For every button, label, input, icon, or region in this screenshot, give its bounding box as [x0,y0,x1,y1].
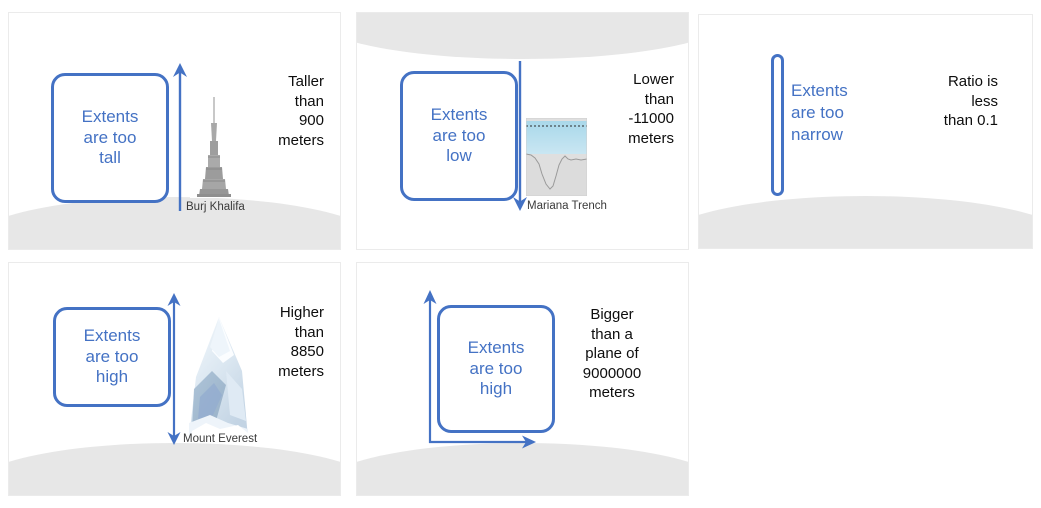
note-line: meters [628,129,674,147]
callout-line: Extents [467,337,525,357]
callout-line: low [446,146,472,166]
note-line: less [971,92,998,110]
callout-extents-too-low: Extents are too low [400,71,518,201]
note-line: plane of [585,345,639,362]
note-line: Higher [279,304,324,321]
callout-line: Extents [83,325,141,345]
callout-extents-too-narrow [771,54,784,196]
note-extents-too-high: Higher than 8850 meters [212,303,324,381]
callout-line: are too [432,125,486,145]
callout-line: Extents [430,104,488,124]
down-arrow-icon [513,61,527,211]
note-line: meters [278,362,324,380]
callout-extents-too-tall: Extents are too tall [51,73,169,203]
note-line: than [294,323,324,341]
note-line: than [644,90,674,108]
ground-curve [9,443,340,495]
thumbnail-caption: Mount Everest [183,433,258,445]
up-arrow-icon [173,63,187,211]
panel-extents-too-high-plane: Extents are too high Bigger than a plane… [356,262,689,496]
note-line: 900 [298,112,324,129]
callout-line: are too [83,127,137,147]
callout-extents-too-high-plane: Extents are too high [437,305,555,433]
note-line: than a [591,325,633,343]
note-line: meters [278,131,324,149]
mariana-trench-photo [526,118,587,196]
thumbnail-caption: Burj Khalifa [186,201,245,213]
callout-line: Extents [81,106,139,126]
panel-extents-too-low: Extents are too low Mariana Tr [356,12,689,250]
note-line: 8850 [290,343,324,360]
note-line: meters [589,384,635,401]
callout-line: high [95,367,129,387]
ground-curve [357,443,688,495]
note-line: Taller [288,73,324,90]
callout-line: narrow [791,125,843,145]
note-line: -11000 [628,110,674,127]
axes-arrows-icon [423,290,536,449]
double-headed-vertical-arrow-icon [167,293,181,445]
panel-extents-too-narrow: Extents are too narrow Ratio is less tha… [698,14,1033,249]
note-line: than 0.1 [943,112,998,129]
ground-curve [357,13,688,59]
note-line: Lower [633,71,674,88]
note-line: Bigger [590,306,634,323]
panel-extents-too-tall: Extents are too tall Burj Khalifa [8,12,341,250]
note-line: 9000000 [582,364,642,382]
thumbnail-caption: Mariana Trench [527,200,607,212]
callout-line: are too [469,358,523,378]
note-line: Ratio is [947,73,998,90]
note-line: than [294,92,324,110]
callout-line: are too [791,103,844,123]
callout-line: high [479,379,513,399]
callout-extents-too-high: Extents are too high [53,307,171,407]
mount-everest-photo [186,311,251,438]
callout-line: are too [85,346,139,366]
callout-label-extents-too-narrow: Extents are too narrow [791,80,901,146]
note-extents-too-low: Lower than -11000 meters [554,70,674,148]
callout-line: tall [99,148,121,168]
note-extents-too-high-plane: Bigger than a plane of 9000000 meters [558,305,666,403]
note-extents-too-tall: Taller than 900 meters [214,72,324,150]
ground-curve [699,196,1032,248]
note-extents-too-narrow: Ratio is less than 0.1 [878,72,998,131]
burj-khalifa-photo [190,93,238,198]
callout-line: Extents [791,81,848,100]
panel-extents-too-high: Extents are too high [8,262,341,496]
